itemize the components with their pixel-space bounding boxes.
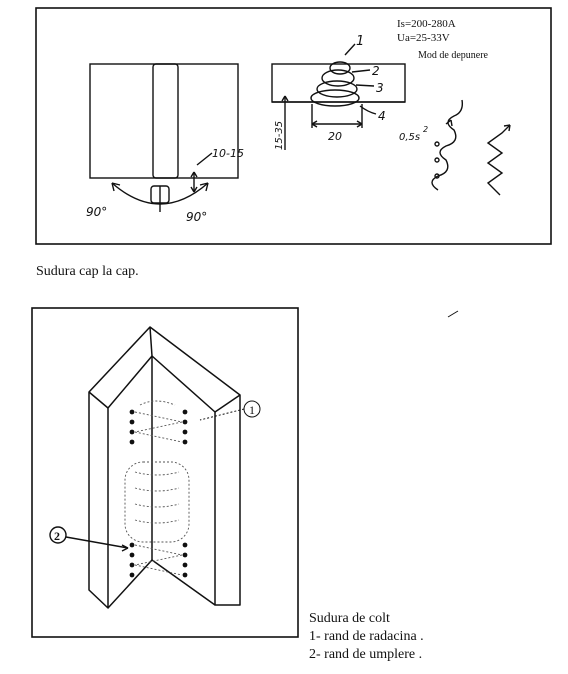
weld-cross-section	[271, 43, 406, 150]
pass-number-4: 4	[378, 109, 386, 123]
caption-root-pass: 1- rand de radacina .	[309, 629, 424, 644]
filler-body-dotted	[124, 461, 190, 543]
current-param: Is=200-280A	[397, 18, 456, 30]
zigzag-weave-pattern	[486, 124, 511, 196]
caption-butt-weld: Sudura cap la cap.	[36, 264, 139, 279]
corner-profile	[88, 326, 241, 609]
circular-weave-pattern	[431, 99, 464, 191]
plate-top-view	[89, 63, 239, 212]
figure2-frame	[31, 307, 299, 638]
label-1-callout	[199, 400, 261, 421]
label-2: 2	[54, 529, 60, 543]
root-pass-weave	[134, 400, 183, 443]
gap-dimension: 10-15	[212, 147, 244, 160]
root-pass-dots	[129, 409, 188, 445]
caption-corner-title: Sudura de colt	[309, 611, 390, 626]
width-dimension: 20	[328, 130, 342, 143]
filler-pass-weave	[134, 544, 183, 576]
caption-corner-weld: Sudura de colt 1- rand de radacina . 2- …	[309, 610, 424, 664]
depth-dimension: 15-35	[274, 121, 285, 150]
pass-number-3: 3	[376, 81, 384, 95]
corner-weld-figure: 1 2	[31, 307, 459, 638]
label-1: 1	[249, 403, 255, 417]
filler-pass-dots	[129, 542, 188, 578]
caption-filler-pass: 2- rand de umplere .	[309, 647, 423, 662]
stray-mark	[447, 310, 459, 318]
angle-left-label: 90°	[86, 205, 107, 219]
pass-number-1: 1	[356, 34, 364, 49]
pass-number-2: 2	[372, 64, 380, 78]
angle-right-label: 90°	[186, 210, 207, 224]
voltage-param: Ua=25-33V	[397, 32, 450, 44]
butt-weld-figure: 10-15 90° 90° 1 2 3 4 20 15-35 Is=200-28…	[35, 7, 552, 245]
weave-amplitude-label: 0,5s	[399, 132, 420, 143]
figure1-frame	[35, 7, 552, 245]
label-2-callout	[49, 526, 129, 552]
weave-superscript: 2	[423, 125, 428, 134]
deposit-mode-label: Mod de depunere	[418, 50, 489, 61]
